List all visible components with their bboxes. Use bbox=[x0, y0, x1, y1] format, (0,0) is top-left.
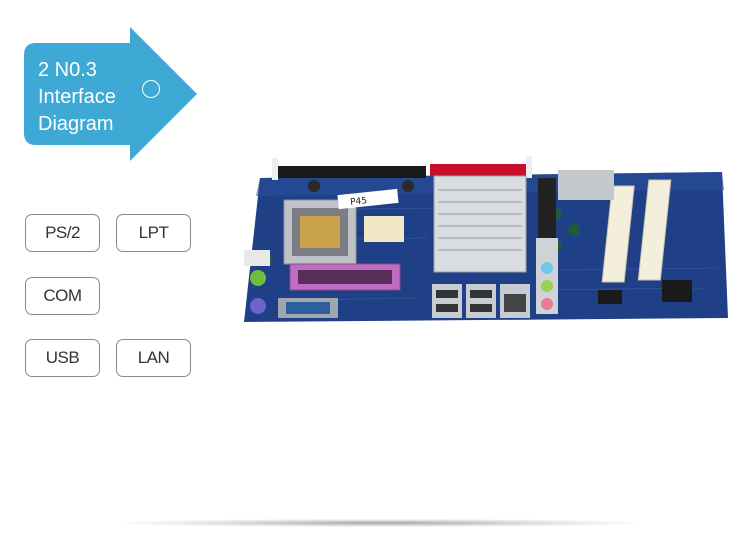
arrow-banner-shape bbox=[24, 27, 197, 161]
lpt-tag: LPT bbox=[116, 214, 191, 252]
ps2-tag: PS/2 bbox=[25, 214, 100, 252]
ps2-port-keyboard bbox=[250, 298, 266, 314]
com-tag: COM bbox=[25, 277, 100, 315]
ps2-port-mouse bbox=[250, 270, 266, 286]
usb-port-stack-1 bbox=[432, 284, 462, 318]
memory-slot-2 bbox=[430, 164, 530, 176]
pci-slot-1 bbox=[601, 185, 635, 283]
southbridge-heatsink bbox=[558, 170, 614, 200]
lan-tag: LAN bbox=[116, 339, 191, 377]
memory-slot-1 bbox=[276, 166, 426, 178]
banner-line-1: 2 N0.3 bbox=[38, 59, 97, 81]
usb-tag: USB bbox=[25, 339, 100, 377]
usb-port-stack-2 bbox=[466, 284, 496, 318]
motherboard-illustration: P45 bbox=[244, 156, 728, 322]
pci-slot-2 bbox=[637, 179, 672, 281]
io-chip bbox=[662, 280, 692, 302]
section-banner: 2 N0.3 Interface Diagram bbox=[24, 27, 200, 163]
board-model-label: P45 bbox=[350, 196, 368, 208]
floor-shadow bbox=[126, 519, 636, 527]
banner-line-2: Interface bbox=[38, 86, 116, 108]
audio-jack-stack bbox=[536, 238, 558, 314]
motherboard-image: P45 bbox=[238, 150, 730, 330]
banner-line-3: Diagram bbox=[38, 113, 114, 135]
circle-icon bbox=[142, 80, 160, 98]
banner-title: 2 N0.3 Interface Diagram bbox=[38, 57, 116, 138]
chipset-heatsink bbox=[433, 175, 527, 273]
